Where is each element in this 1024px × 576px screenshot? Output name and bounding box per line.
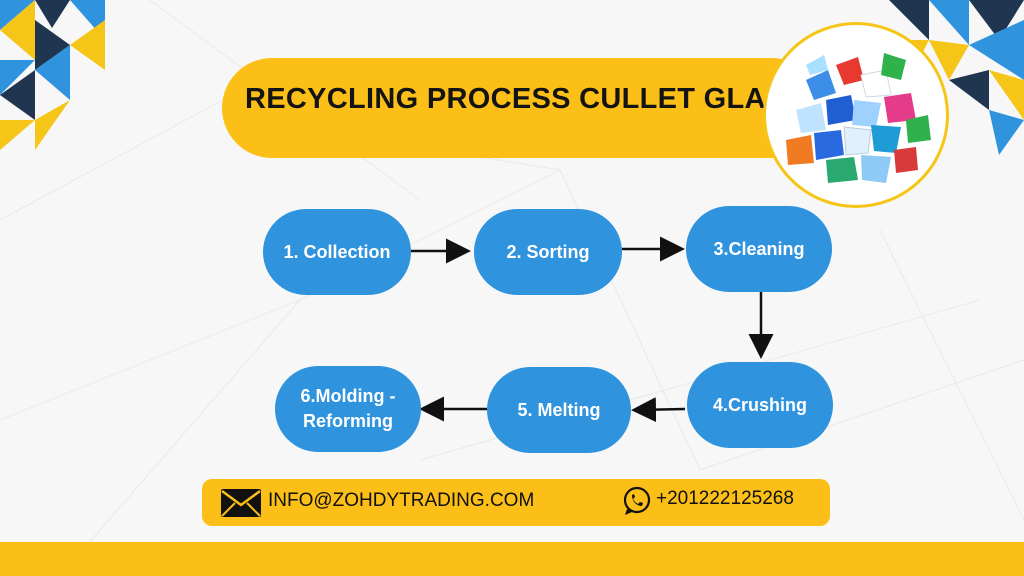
- glass-pieces-image: [786, 53, 931, 183]
- whatsapp-icon: [623, 486, 651, 515]
- contact-email[interactable]: INFO@ZOHDYTRADING.COM: [268, 490, 535, 511]
- decorative-triangles-left: [0, 0, 105, 150]
- cullet-glass-photo: [763, 22, 949, 208]
- step-cleaning: 3.Cleaning: [686, 206, 832, 292]
- title-banner: [222, 58, 822, 158]
- step-collection: 1. Collection: [263, 209, 411, 295]
- step-crushing: 4.Crushing: [687, 362, 833, 448]
- contact-bar: [202, 479, 830, 526]
- step-sorting: 2. Sorting: [474, 209, 622, 295]
- page-title: RECYCLING PROCESS CULLET GLASS: [245, 83, 806, 115]
- contact-phone[interactable]: +201222125268: [656, 488, 794, 509]
- step-melting: 5. Melting: [487, 367, 631, 453]
- envelope-icon: [221, 489, 261, 517]
- footer-bar: [0, 542, 1024, 576]
- arrow-crushing-to-melting: [631, 397, 686, 423]
- decorative-triangles-right: [889, 0, 1024, 155]
- step-molding-reforming: 6.Molding - Reforming: [275, 366, 421, 452]
